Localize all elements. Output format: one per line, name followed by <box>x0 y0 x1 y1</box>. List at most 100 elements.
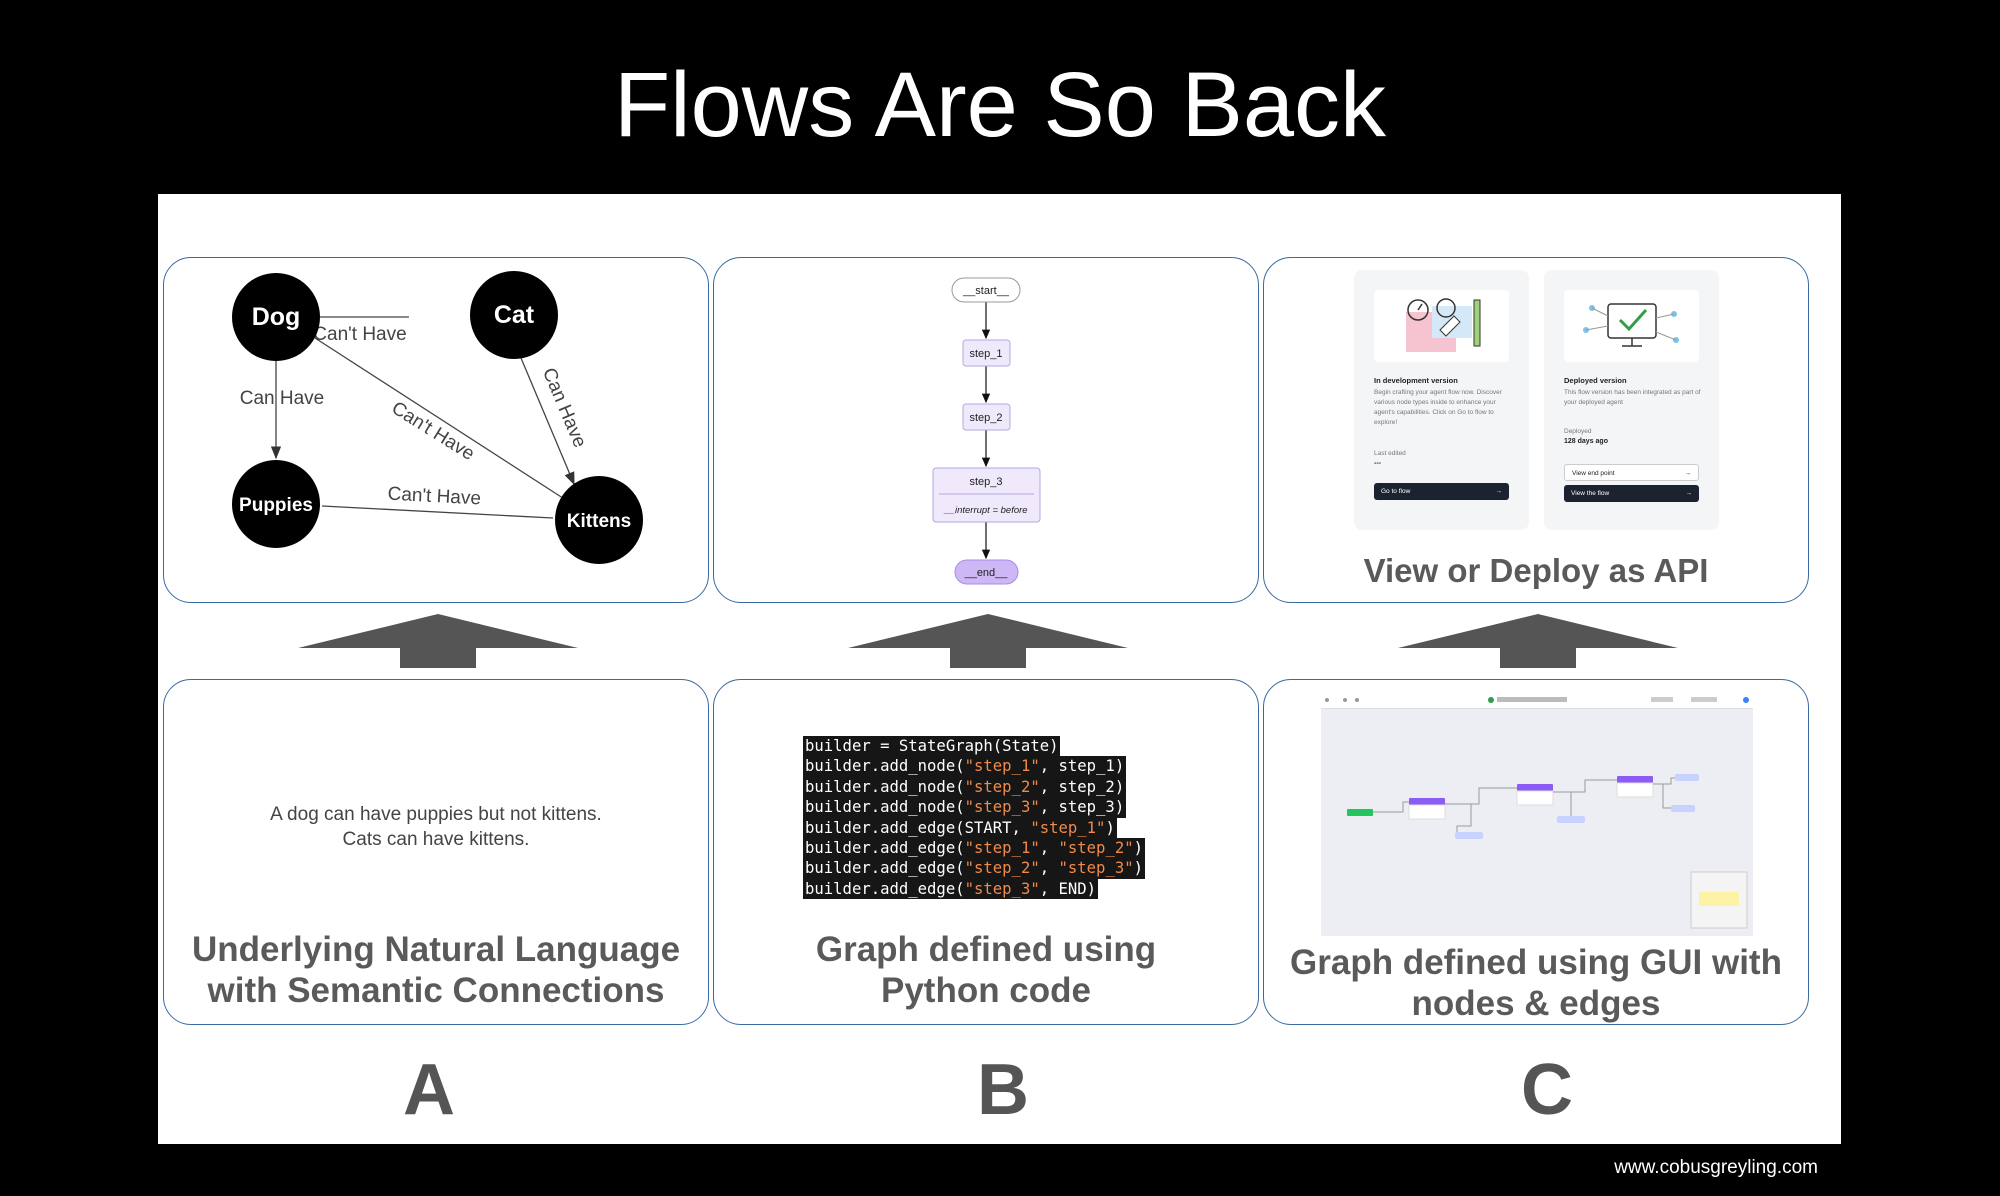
code-string: "step_2" <box>964 777 1040 796</box>
up-arrow-icon <box>1398 614 1678 668</box>
flow-node-start <box>951 277 1021 303</box>
go-to-flow-button[interactable]: Go to flow → <box>1374 483 1509 500</box>
code-string: "step_1" <box>1030 818 1106 837</box>
gui-caption-line-1: Graph defined using GUI with <box>1290 943 1782 982</box>
slide-canvas: Can't Have Can Have Can't Have Can Have … <box>158 194 1841 1144</box>
slide-title: Flows Are So Back <box>613 54 1387 156</box>
pencil-icon <box>1406 298 1481 352</box>
flow-node-step1-label: step_1 <box>969 348 1002 360</box>
code-text: builder.add_edge( <box>805 839 965 858</box>
view-end-point-label: View end point <box>1572 470 1615 477</box>
deploy-panel: In development version Begin crafting yo… <box>1263 257 1809 603</box>
code-string: "step_3" <box>1058 859 1134 878</box>
code-caption-line-2: Python code <box>880 971 1092 1010</box>
arrow-right-icon: → <box>1685 490 1693 497</box>
view-the-flow-label: View the flow <box>1571 490 1610 497</box>
deployed-version-card: Deployed version This flow version has b… <box>1544 270 1719 530</box>
flow-node-step3 <box>932 467 1041 523</box>
node-dog <box>232 273 320 361</box>
code-string: "step_3" <box>964 879 1040 898</box>
dev-card-meta-label: Last edited <box>1374 450 1406 457</box>
semantic-graph-panel: Can't Have Can Have Can't Have Can Have … <box>163 257 709 603</box>
code-text: ) <box>1105 818 1115 837</box>
node-cat <box>470 271 558 359</box>
edge-label-dog-puppies: Can Have <box>240 388 325 409</box>
dev-card-title: In development version <box>1374 376 1458 385</box>
nl-caption-line-1: Underlying Natural Language <box>191 930 681 969</box>
code-line: builder.add_edge(START, "step_1") <box>803 817 1117 839</box>
edge-puppies-kittens <box>321 505 554 519</box>
label-b: B <box>977 1050 1029 1130</box>
deployed-card-meta-value: 128 days ago <box>1564 438 1608 445</box>
flow-node-start-label: __start__ <box>962 285 1010 297</box>
dev-card-meta-value: --- <box>1374 460 1381 467</box>
gui-flow-canvas <box>1325 697 1749 929</box>
node-kittens-label: Kittens <box>567 511 631 532</box>
code-text: builder.add_edge(START, <box>805 818 1031 837</box>
arrow-right-icon: → <box>1495 488 1503 495</box>
go-to-flow-label: Go to flow <box>1381 488 1411 495</box>
dev-illustration <box>1374 290 1509 362</box>
dev-card-description: Begin crafting your agent flow now. Disc… <box>1374 389 1502 426</box>
edge-label-cat-kittens: Can Have <box>538 365 590 451</box>
flow-node-step2 <box>962 403 1011 431</box>
view-end-point-button[interactable]: View end point → <box>1564 464 1699 481</box>
edge-dog-kittens <box>314 337 570 503</box>
nl-sentence-1: A dog can have puppies but not kittens. <box>270 804 602 825</box>
deployed-card-title: Deployed version <box>1564 376 1627 385</box>
code-line: builder = StateGraph(State) <box>803 736 1061 757</box>
code-text: , <box>1039 859 1059 878</box>
label-a: A <box>403 1050 455 1130</box>
deploy-caption: View or Deploy as API <box>1363 552 1709 589</box>
flow-node-step3-label: step_3 <box>969 476 1002 488</box>
flow-node-end-label: __end__ <box>964 567 1009 579</box>
gui-screenshot <box>1321 692 1753 936</box>
code-line: builder.add_node("step_2", step_2) <box>803 776 1127 798</box>
view-the-flow-button[interactable]: View the flow → <box>1564 485 1699 502</box>
code-text: , END) <box>1039 879 1097 898</box>
node-kittens <box>555 476 643 564</box>
flow-graph-panel: __start__ step_1 step_2 step_3 __interru… <box>713 257 1259 603</box>
code-text: , <box>1039 839 1059 858</box>
code-line: builder.add_node("step_1", step_1) <box>803 756 1127 777</box>
nl-sentence-2: Cats can have kittens. <box>342 829 530 850</box>
code-string: "step_3" <box>964 798 1040 817</box>
code-text: ) <box>1133 839 1143 858</box>
edge-label-dog-cat: Can't Have <box>313 324 406 345</box>
code-text: builder.add_node( <box>805 777 965 796</box>
code-line: builder.add_node("step_3", step_3) <box>803 797 1127 818</box>
code-caption-line-1: Graph defined using <box>815 930 1157 969</box>
gui-panel: Graph defined using GUI with nodes & edg… <box>1263 679 1809 1025</box>
flow-node-end <box>954 559 1019 585</box>
edge-label-dog-kittens: Can't Have <box>388 398 478 465</box>
code-string: "step_1" <box>964 757 1040 776</box>
flow-node-step3-interrupt: __interrupt = before <box>943 505 1027 516</box>
monitor-check-icon <box>1583 303 1679 347</box>
up-arrow-icon <box>298 614 578 668</box>
code-string: "step_1" <box>964 839 1040 858</box>
flow-graph: __start__ step_1 step_2 step_3 __interru… <box>932 277 1041 585</box>
code-text: builder.add_edge( <box>805 859 965 878</box>
nl-caption-line-2: with Semantic Connections <box>207 971 665 1010</box>
footer-url: www.cobusgreyling.com <box>1614 1157 1818 1178</box>
deployed-card-description: This flow version has been integrated as… <box>1564 389 1701 406</box>
code-text: , step_3) <box>1039 798 1125 817</box>
code-string: "step_2" <box>964 859 1040 878</box>
edge-cat-kittens <box>520 357 575 486</box>
code-string: "step_2" <box>1058 839 1134 858</box>
code-text: builder.add_node( <box>805 757 965 776</box>
up-arrow-icon <box>848 614 1128 668</box>
natural-language-panel: A dog can have puppies but not kittens. … <box>163 679 709 1025</box>
gui-caption-line-2: nodes & edges <box>1411 984 1661 1023</box>
node-puppies <box>232 460 320 548</box>
code-text: builder.add_node( <box>805 798 965 817</box>
code-text: , step_2) <box>1039 777 1125 796</box>
code-line: builder.add_edge("step_3", END) <box>803 878 1099 900</box>
semantic-graph: Can't Have Can Have Can't Have Can Have … <box>232 271 643 564</box>
deployed-card-meta-label: Deployed <box>1564 428 1592 435</box>
deployed-illustration <box>1564 290 1699 362</box>
code-line: builder.add_edge("step_2", "step_3") <box>803 858 1145 879</box>
code-text: , step_1) <box>1039 757 1125 776</box>
node-dog-label: Dog <box>252 303 301 331</box>
code-text: builder.add_edge( <box>805 879 965 898</box>
